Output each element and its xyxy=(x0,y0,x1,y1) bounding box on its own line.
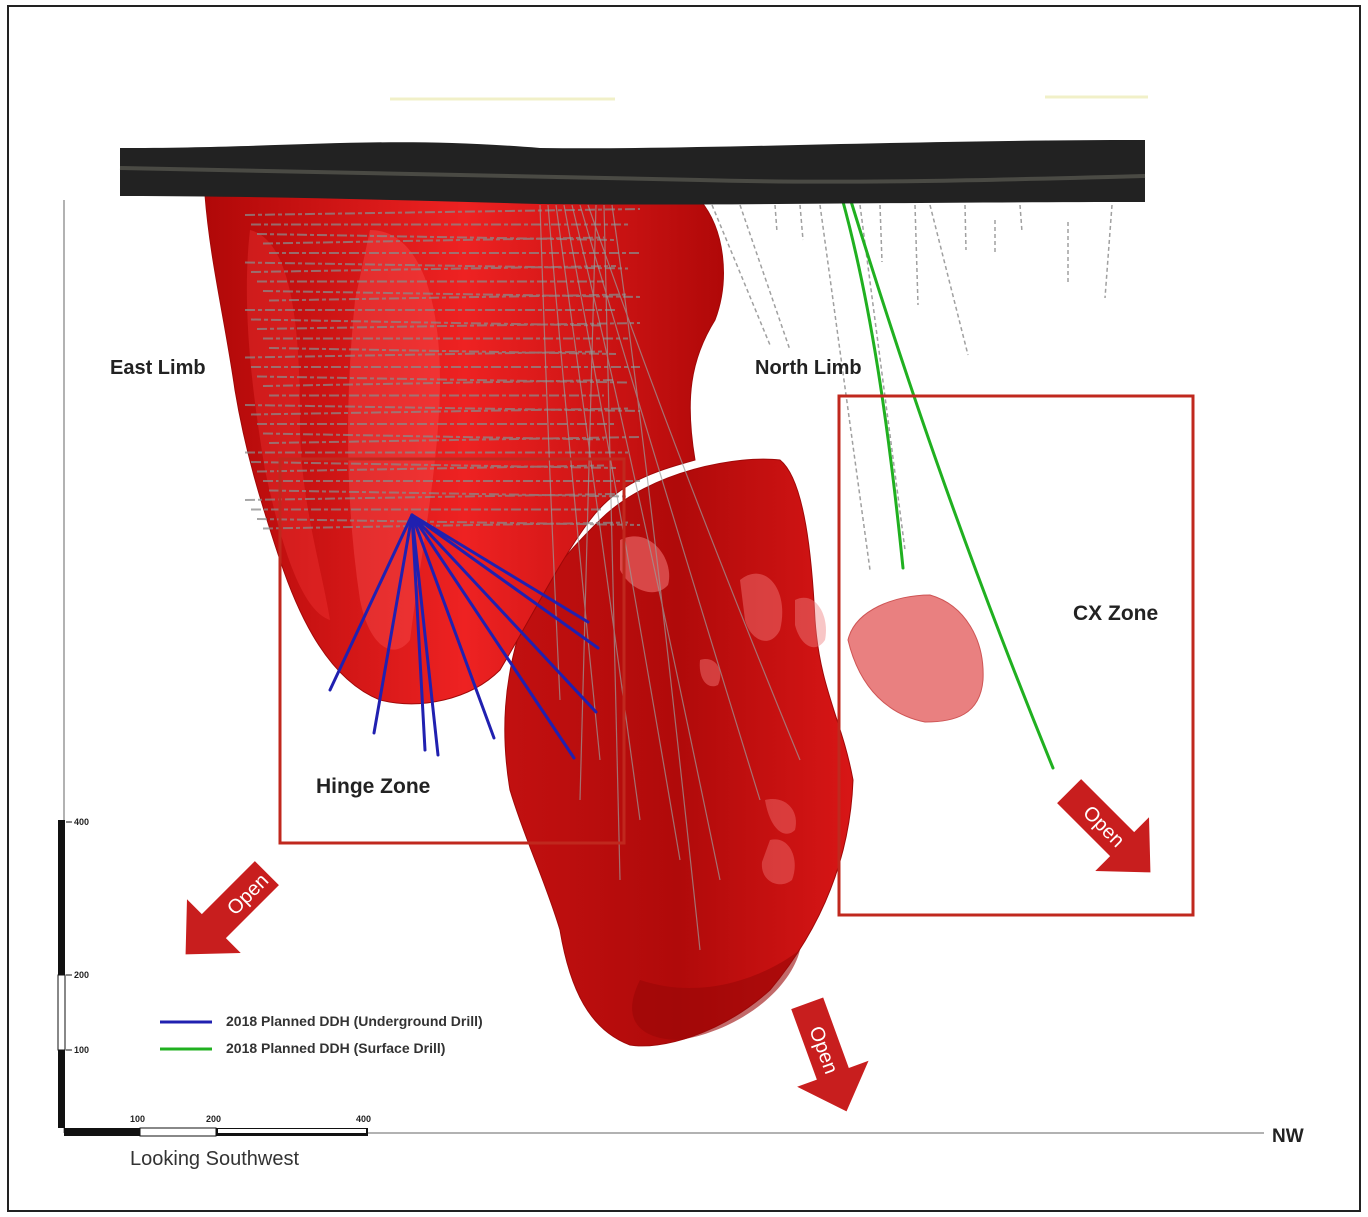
label-cx-zone: CX Zone xyxy=(1073,602,1158,625)
h-scale-tick: 100 xyxy=(130,1114,145,1124)
v-scale-tick: 100 xyxy=(74,1045,89,1055)
horizontal-scale-bar: 100 200 400 xyxy=(64,1114,371,1136)
label-north-limb: North Limb xyxy=(755,357,862,379)
legend-label-underground: 2018 Planned DDH (Underground Drill) xyxy=(226,1013,483,1029)
direction-label: NW xyxy=(1272,1126,1304,1147)
cx-orebody xyxy=(848,595,983,722)
open-arrow-1: Open xyxy=(159,846,294,981)
v-scale-tick: 200 xyxy=(74,970,89,980)
open-arrow-2: Open xyxy=(771,990,882,1124)
h-scale-tick: 200 xyxy=(206,1114,221,1124)
legend: 2018 Planned DDH (Underground Drill) 201… xyxy=(160,1013,483,1056)
view-direction-caption: Looking Southwest xyxy=(130,1148,299,1170)
open-arrow-3: Open xyxy=(1042,764,1177,899)
label-hinge-zone: Hinge Zone xyxy=(316,775,430,798)
legend-label-surface: 2018 Planned DDH (Surface Drill) xyxy=(226,1040,445,1056)
h-scale-tick: 400 xyxy=(356,1114,371,1124)
label-east-limb: East Limb xyxy=(110,357,206,379)
vertical-scale-bar: 400 200 100 xyxy=(58,817,89,1128)
v-scale-tick: 400 xyxy=(74,817,89,827)
